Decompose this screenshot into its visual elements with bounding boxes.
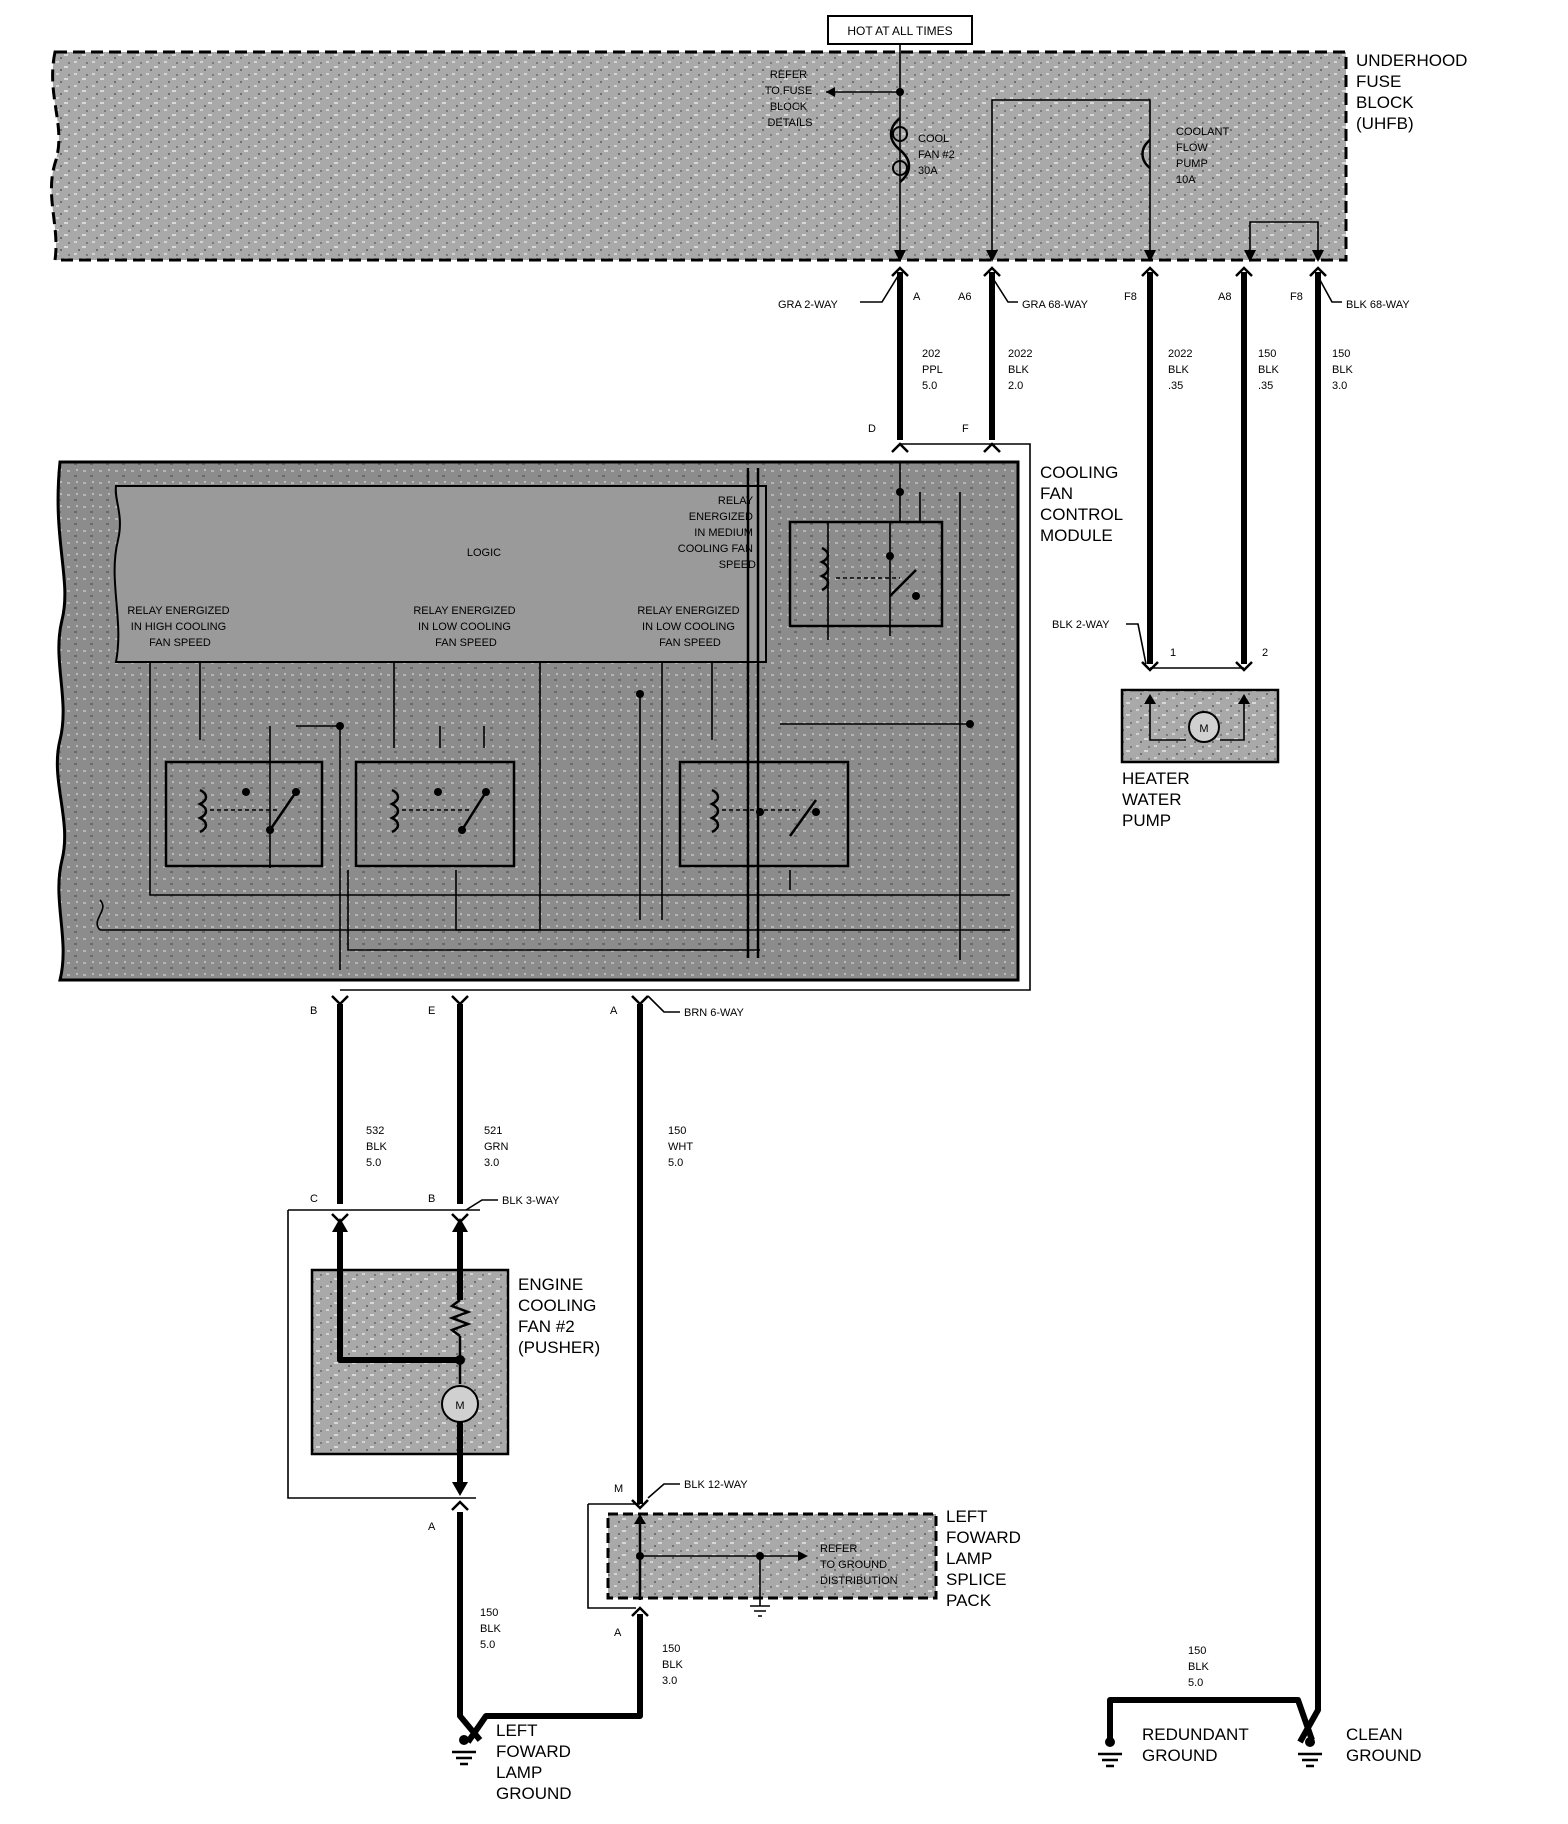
wire-mid-2: 150 WHT 5.0 — [668, 1125, 696, 1169]
cfcm-internal-wiring — [96, 462, 1010, 970]
wire-mid-1: 521 GRN 3.0 — [484, 1125, 512, 1169]
wire-mid-0: 532 BLK 5.0 — [366, 1125, 390, 1169]
clean-ground-icon — [1298, 1737, 1322, 1768]
fan-resistor-icon — [448, 1299, 472, 1337]
fan-pin-c: C — [310, 1193, 318, 1205]
redundant-ground-name: REDUNDANT GROUND — [1142, 1725, 1253, 1765]
uhfb-name: UNDERHOOD FUSE BLOCK (UHFB) — [1356, 51, 1472, 133]
gra2-label: GRA 2-WAY — [778, 299, 839, 311]
cfcm-pin-a: A — [610, 1005, 618, 1017]
splice-pin-a: A — [614, 1627, 622, 1639]
top-connector-marks — [891, 266, 1327, 277]
fuse1-text: COOL FAN #2 30A — [918, 133, 958, 177]
wire-top-3: 150 BLK .35 — [1258, 348, 1282, 392]
left-ground-icon — [452, 1735, 476, 1766]
blk68-label: BLK 68-WAY — [1346, 299, 1410, 311]
heater-pin-2: 2 — [1262, 647, 1268, 659]
heater-motor-icon — [1188, 711, 1220, 743]
fuse2-text: COOLANT FLOW PUMP 10A — [1176, 126, 1232, 186]
wire-150-blk-5-redundant — [1107, 1697, 1315, 1742]
heater-motor-label: M — [1199, 723, 1208, 735]
relay-medium — [788, 520, 944, 640]
wire-150-blk-3 — [1297, 272, 1321, 1744]
cfcm-pin-b: B — [310, 1005, 317, 1017]
wire-top-0: 202 PPL 5.0 — [922, 348, 945, 392]
wire-bottom-0: 150 BLK 5.0 — [480, 1607, 504, 1651]
clean-ground-name: CLEAN GROUND — [1346, 1725, 1422, 1765]
wire-150-blk-5-left — [457, 1512, 483, 1742]
fan-name: ENGINE COOLING FAN #2 (PUSHER) — [518, 1275, 601, 1357]
wire-top-4: 150 BLK 3.0 — [1332, 348, 1356, 392]
fan-pin-a: A — [428, 1521, 436, 1533]
cfcm-pin-d: D — [868, 423, 876, 435]
blk12-label: BLK 12-WAY — [684, 1479, 748, 1491]
cfcm-pin-e: E — [428, 1005, 435, 1017]
relay-low1 — [354, 760, 516, 868]
pin-f8-top: F8 — [1124, 291, 1137, 303]
pin-f8b-top: F8 — [1290, 291, 1303, 303]
relay-low2-text: RELAY ENERGIZED IN LOW COOLING FAN SPEED — [637, 605, 742, 649]
fan-motor-label: M — [455, 1400, 464, 1412]
hot-label: HOT AT ALL TIMES — [847, 24, 952, 38]
uhfb-block — [49, 50, 1348, 262]
left-ground-name: LEFT FOWARD LAMP GROUND — [496, 1721, 576, 1803]
cfcm-pin-f: F — [962, 423, 969, 435]
heater-pin-1: 1 — [1170, 647, 1176, 659]
blk2-label: BLK 2-WAY — [1052, 619, 1110, 631]
pin-a6-top: A6 — [958, 291, 971, 303]
relay-medium-text: RELAY ENERGIZED IN MEDIUM COOLING FAN SP… — [678, 495, 756, 571]
relay-low1-text: RELAY ENERGIZED IN LOW COOLING FAN SPEED — [413, 605, 518, 649]
refer-fuse-text: REFER TO FUSE BLOCK DETAILS — [765, 69, 816, 129]
refer-ground-text: REFER TO GROUND DISTRIBUTION — [820, 1543, 898, 1587]
coolant-flow-fuse-icon — [1141, 139, 1151, 169]
wire-bottom-1: 150 BLK 3.0 — [662, 1643, 686, 1687]
fan-pin-b: B — [428, 1193, 435, 1205]
wire-top-2: 2022 BLK .35 — [1168, 348, 1196, 392]
pin-a-top: A — [913, 291, 921, 303]
brn6-label: BRN 6-WAY — [684, 1007, 745, 1019]
splice-name: LEFT FOWARD LAMP SPLICE PACK — [946, 1507, 1026, 1610]
wire-150-blk-3-splice — [465, 1614, 643, 1744]
splice-pin-m: M — [614, 1483, 623, 1495]
cool-fan-fuse-icon — [889, 117, 911, 183]
relay-high-text: RELAY ENERGIZED IN HIGH COOLING FAN SPEE… — [127, 605, 232, 649]
blk3-label: BLK 3-WAY — [502, 1195, 560, 1207]
heater-name: HEATER WATER PUMP — [1122, 769, 1194, 830]
wire-bottom-2: 150 BLK 5.0 — [1188, 1645, 1212, 1689]
cfcm-name: COOLING FAN CONTROL MODULE — [1040, 463, 1127, 545]
gra68-label: GRA 68-WAY — [1022, 299, 1089, 311]
wire-top-1: 2022 BLK 2.0 — [1008, 348, 1036, 392]
pin-a8-top: A8 — [1218, 291, 1231, 303]
redundant-ground-icon — [1098, 1737, 1122, 1768]
logic-label: LOGIC — [467, 547, 501, 559]
logic-box — [113, 485, 767, 663]
